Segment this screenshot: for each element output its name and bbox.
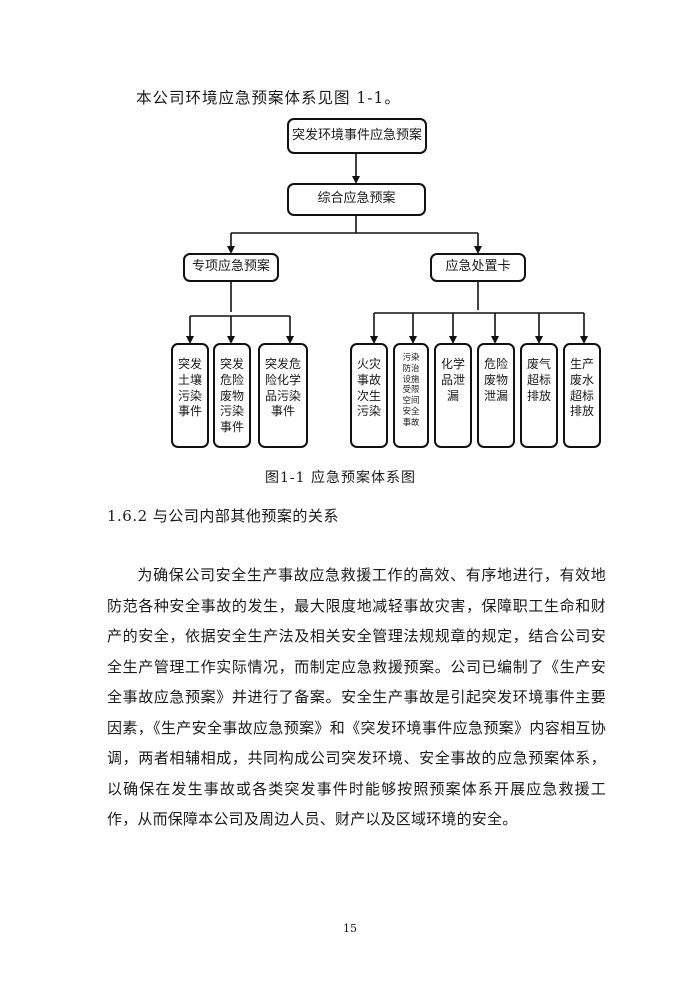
leaf-wastewater-exceed: 生产 废水 超标 排放	[563, 343, 601, 448]
body-paragraph-text: 为确保公司安全生产事故应急救援工作的高效、有序地进行，有效地防范各种安全事故的发…	[107, 566, 606, 828]
page-number: 15	[343, 922, 357, 935]
leaf-chemical-pollution: 突发危 险化学 品污染 事件	[258, 343, 308, 448]
node-comprehensive: 综合应急预案	[287, 183, 426, 216]
leaf-fire-secondary-pollution: 火灾 事故 次生 污染	[350, 343, 388, 448]
diagram-connectors	[186, 154, 588, 344]
leaf-exhaust-gas-exceed: 废气 超标 排放	[520, 343, 558, 448]
node-special: 专项应急预案	[183, 253, 279, 282]
figure-caption: 图1-1 应急预案体系图	[265, 470, 416, 486]
node-top: 突发环境事件应急预案	[287, 118, 427, 154]
leaf-confined-space-accident: 污染 防治 设施 受限 空间 安全 事故	[393, 343, 429, 448]
section-heading: 1.6.2 与公司内部其他预案的关系	[107, 507, 339, 525]
leaf-hazardous-waste-leak: 危险 废物 泄漏	[477, 343, 515, 448]
leaf-chemical-leak: 化学 品泄 漏	[434, 343, 472, 448]
leaf-hazardous-waste-pollution: 突发 危险 废物 污染 事件	[213, 343, 251, 448]
intro-text: 本公司环境应急预案体系见图 1-1。	[136, 89, 401, 107]
body-paragraph: 为确保公司安全生产事故应急救援工作的高效、有序地进行，有效地防范各种安全事故的发…	[107, 560, 606, 835]
node-disposal-card: 应急处置卡	[430, 253, 526, 282]
leaf-soil-pollution: 突发 土壤 污染 事件	[171, 343, 209, 448]
